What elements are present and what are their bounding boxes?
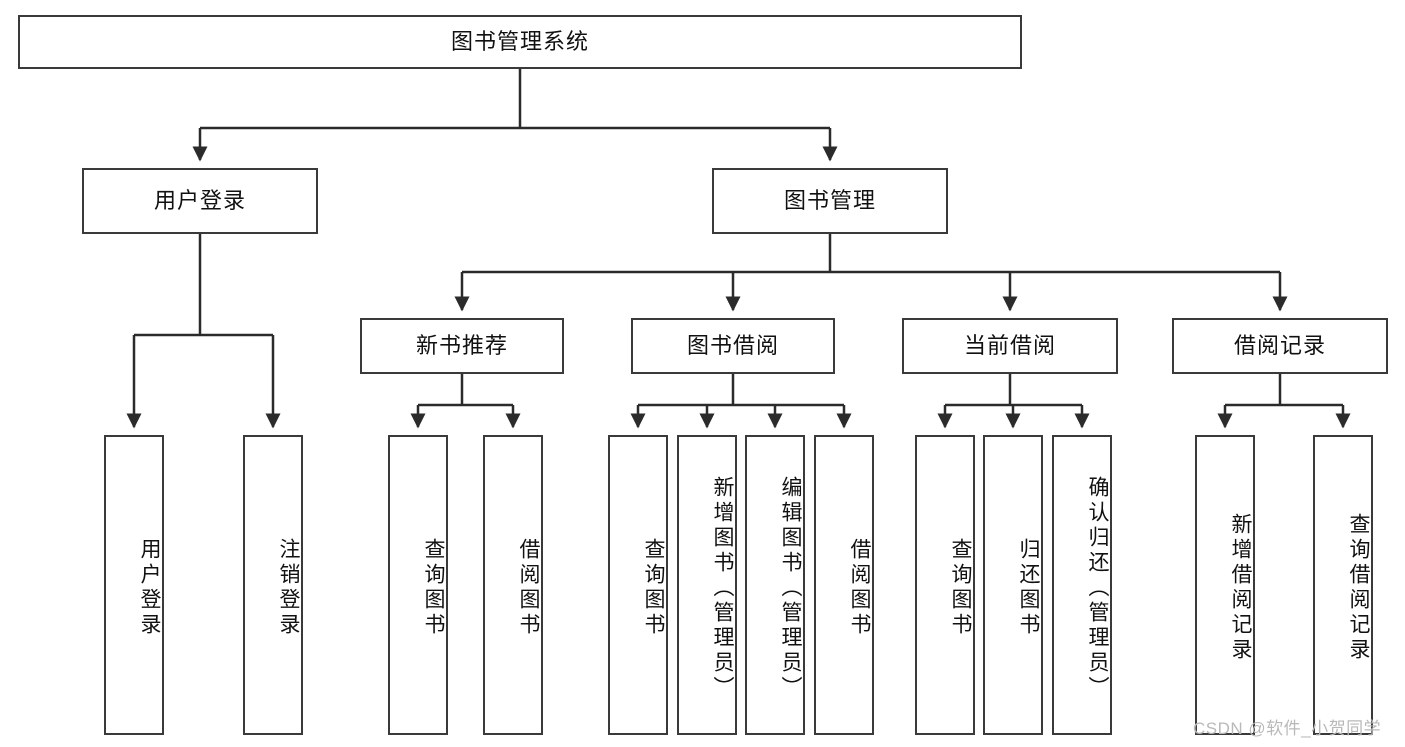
leaf-confirm-return-admin-label: 确认归还（管理员） bbox=[1086, 475, 1109, 701]
leaf-borrow-book-newbook-label: 借阅图书 bbox=[517, 538, 540, 638]
leaf-query-book-current-label: 查询图书 bbox=[949, 538, 972, 638]
leaf-add-book-admin[interactable]: 新增图书（管理员） bbox=[677, 435, 737, 735]
leaf-borrow-book-newbook[interactable]: 借阅图书 bbox=[483, 435, 543, 735]
leaf-user-login[interactable]: 用户登录 bbox=[104, 435, 164, 735]
leaf-return-book[interactable]: 归还图书 bbox=[983, 435, 1043, 735]
leaf-logout[interactable]: 注销登录 bbox=[243, 435, 303, 735]
leaf-user-login-label: 用户登录 bbox=[138, 538, 161, 638]
node-book-borrow-label: 图书借阅 bbox=[686, 332, 779, 358]
leaf-borrow-book-label: 借阅图书 bbox=[848, 538, 871, 638]
leaf-add-borrow-record[interactable]: 新增借阅记录 bbox=[1195, 435, 1255, 735]
leaf-query-book-newbook[interactable]: 查询图书 bbox=[388, 435, 448, 735]
leaf-confirm-return-admin[interactable]: 确认归还（管理员） bbox=[1052, 435, 1112, 735]
node-user-login-label: 用户登录 bbox=[153, 187, 246, 213]
node-borrow-record[interactable]: 借阅记录 bbox=[1172, 318, 1388, 374]
leaf-add-book-admin-label: 新增图书（管理员） bbox=[711, 475, 734, 701]
csdn-watermark: CSDN @软件_小贺同学 bbox=[1193, 719, 1382, 738]
node-book-borrow[interactable]: 图书借阅 bbox=[631, 318, 835, 374]
leaf-query-borrow-record-label: 查询借阅记录 bbox=[1347, 513, 1370, 663]
node-root[interactable]: 图书管理系统 bbox=[18, 15, 1022, 69]
node-book-management-label: 图书管理 bbox=[783, 187, 876, 213]
leaf-edit-book-admin[interactable]: 编辑图书（管理员） bbox=[745, 435, 805, 735]
leaf-return-book-label: 归还图书 bbox=[1017, 538, 1040, 638]
leaf-query-book-newbook-label: 查询图书 bbox=[422, 538, 445, 638]
node-new-book-recommend[interactable]: 新书推荐 bbox=[360, 318, 564, 374]
leaf-edit-book-admin-label: 编辑图书（管理员） bbox=[779, 475, 802, 701]
node-current-borrow[interactable]: 当前借阅 bbox=[902, 318, 1118, 374]
leaf-query-book-borrow-label: 查询图书 bbox=[642, 538, 665, 638]
leaf-borrow-book[interactable]: 借阅图书 bbox=[814, 435, 874, 735]
leaf-logout-label: 注销登录 bbox=[277, 538, 300, 638]
node-current-borrow-label: 当前借阅 bbox=[963, 332, 1056, 358]
node-user-login[interactable]: 用户登录 bbox=[82, 168, 318, 234]
leaf-add-borrow-record-label: 新增借阅记录 bbox=[1229, 513, 1252, 663]
leaf-query-book-borrow[interactable]: 查询图书 bbox=[608, 435, 668, 735]
node-book-management[interactable]: 图书管理 bbox=[712, 168, 948, 234]
node-new-book-recommend-label: 新书推荐 bbox=[415, 332, 508, 358]
leaf-query-book-current[interactable]: 查询图书 bbox=[915, 435, 975, 735]
node-root-label: 图书管理系统 bbox=[450, 28, 589, 54]
leaf-query-borrow-record[interactable]: 查询借阅记录 bbox=[1313, 435, 1373, 735]
node-borrow-record-label: 借阅记录 bbox=[1233, 332, 1326, 358]
